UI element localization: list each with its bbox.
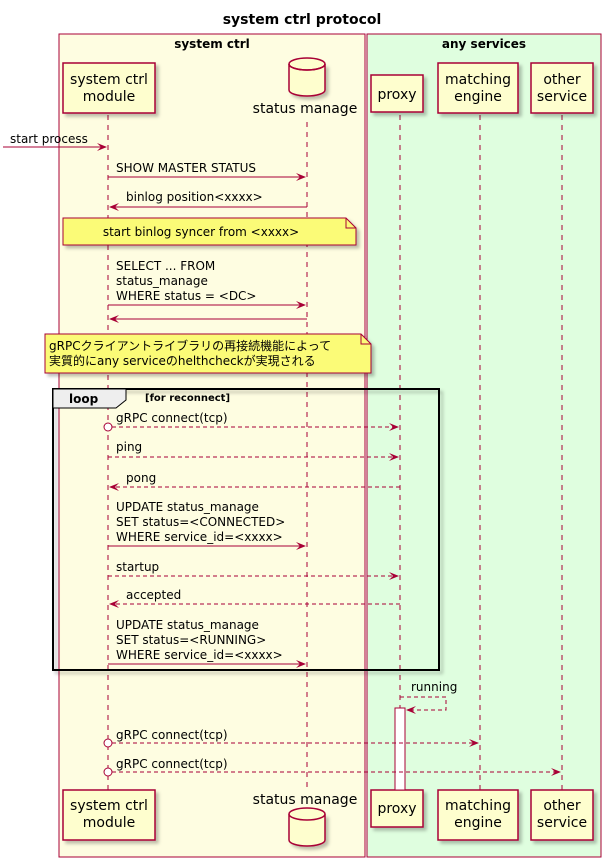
message-label: startup [116,560,159,574]
note-text: start binlog syncer from <xxxx> [103,225,299,239]
participant-status-manage-bottom[interactable]: status manage [253,792,358,847]
message-pong: pong [109,471,400,491]
message-update-connected: UPDATE status_manage SET status=<CONNECT… [108,500,306,550]
box-any-services-label: any services [442,37,526,51]
message-label: SHOW MASTER STATUS [116,161,256,175]
message-grpc-connect-matching-engine: gRPC connect(tcp) [103,728,479,748]
box-system-ctrl-label: system ctrl [174,37,250,51]
note-text: gRPCクライアントライブラリの再接続機能によって [49,338,331,353]
message-update-running: UPDATE status_manage SET status=<RUNNING… [108,618,306,668]
message-label: SET status=<RUNNING> [116,633,266,647]
participant-label-line2: service [537,815,587,831]
box-system-ctrl: system ctrl [58,33,366,858]
participant-label: other [543,798,581,814]
message-label: gRPC connect(tcp) [116,757,228,771]
diagram-title: system ctrl protocol [223,12,382,28]
loop-frame: loop [for reconnect] [52,388,440,671]
participant-label: system ctrl [70,72,148,88]
message-label: UPDATE status_manage [116,618,259,632]
message-label: gRPC connect(tcp) [116,728,228,742]
message-label: gRPC connect(tcp) [116,411,228,425]
participant-system-ctrl-module-bottom[interactable]: system ctrl module [62,789,156,841]
message-label: pong [126,471,156,485]
participant-matching-engine-bottom[interactable]: matching engine [437,789,519,841]
participant-label: matching [445,798,511,814]
messages: start process SHOW MASTER STATUS binlog … [3,132,561,777]
message-grpc-connect-other-service: gRPC connect(tcp) [103,757,561,777]
message-label: running [411,680,457,694]
participant-label-line2: engine [454,89,502,105]
loop-condition: [for reconnect] [145,393,230,404]
message-running-self: running [400,680,457,714]
message-label: binlog position<xxxx> [126,190,263,204]
participant-label: proxy [377,87,416,103]
participant-label: status manage [253,792,358,808]
participant-other-service-top[interactable]: other service [530,62,594,114]
participant-label-line2: module [83,89,135,105]
note-text: 実質的にany serviceのhelthcheckが実現される [49,353,316,368]
message-label: start process [10,132,88,146]
participant-label: matching [445,72,511,88]
message-label: WHERE status = <DC> [116,289,257,303]
note-grpc-reconnect: gRPCクライアントライブラリの再接続機能によって 実質的にany servic… [44,333,372,374]
message-startup: startup [108,560,399,580]
message-label: ping [116,440,142,454]
participant-matching-engine-top[interactable]: matching engine [437,62,519,114]
loop-keyword: loop [69,392,99,406]
message-start-process: start process [3,132,107,151]
proxy-activation [394,707,406,791]
participant-proxy-top[interactable]: proxy [370,74,424,113]
message-label: WHERE service_id=<xxxx> [116,648,283,662]
participant-system-ctrl-module-top[interactable]: system ctrl module [62,62,156,114]
participant-label-line2: engine [454,815,502,831]
participant-label-line2: module [83,815,135,831]
message-label: accepted [126,588,181,602]
message-label: WHERE service_id=<xxxx> [116,530,283,544]
participant-status-manage-top[interactable]: status manage [253,57,358,117]
message-binlog-position: binlog position<xxxx> [109,190,307,211]
message-label: SET status=<CONNECTED> [116,515,285,529]
message-show-master-status: SHOW MASTER STATUS [108,161,306,181]
message-label: SELECT ... FROM [116,259,215,273]
message-grpc-connect-proxy: gRPC connect(tcp) [103,411,399,432]
message-label: status_manage [116,274,208,288]
note-binlog-syncer: start binlog syncer from <xxxx> [62,217,357,246]
message-accepted: accepted [109,588,400,608]
participant-label-line2: service [537,89,587,105]
message-select-status-manage: SELECT ... FROM status_manage WHERE stat… [108,259,306,309]
participant-label: other [543,72,581,88]
message-label: UPDATE status_manage [116,500,259,514]
participant-other-service-bottom[interactable]: other service [530,789,594,841]
participant-label: proxy [377,801,416,817]
message-ping: ping [108,440,399,461]
participant-label: status manage [253,101,358,117]
participant-proxy-bottom[interactable]: proxy [370,789,424,828]
participant-label: system ctrl [70,798,148,814]
